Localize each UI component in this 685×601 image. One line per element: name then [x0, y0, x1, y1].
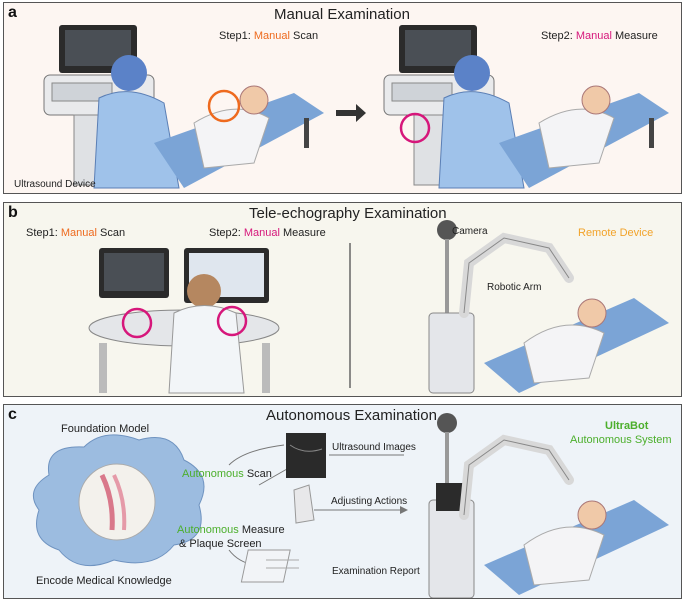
- doctor-left: [93, 55, 180, 189]
- robotic-arm-label: Robotic Arm: [487, 282, 542, 293]
- autonomous-scan-label: Autonomous Scan: [182, 468, 272, 480]
- panel-a-title: Manual Examination: [274, 6, 410, 23]
- panel-b-label: b: [8, 204, 18, 221]
- foundation-model-cloud: [32, 434, 205, 567]
- operator-workstation: [88, 248, 280, 394]
- panel-a-illustration: [43, 25, 669, 189]
- ultrasound-images-label: Ultrasound Images: [332, 442, 416, 453]
- panel-b-step1: Step1: Manual Scan: [26, 227, 126, 239]
- panel-c-label: c: [8, 406, 17, 423]
- panel-b: b Tele-echography Examination Step1: Man…: [3, 202, 682, 397]
- doctor-right: [438, 55, 525, 189]
- probe-icon: [293, 484, 315, 524]
- scan-highlight-circle: [207, 89, 241, 123]
- panel-c-title: Autonomous Examination: [266, 407, 437, 424]
- camera-label: Camera: [452, 226, 488, 237]
- arrow-right-icon: [336, 104, 366, 122]
- report-icon: [240, 549, 299, 583]
- patient-left: [154, 85, 324, 188]
- patient-right: [499, 85, 669, 188]
- operator-measure-circle: [121, 307, 153, 339]
- panel-b-title: Tele-echography Examination: [249, 205, 447, 222]
- panel-a-step2: Step2: Manual Measure: [541, 30, 658, 42]
- knowledge-label: Encode Medical Knowledge: [36, 575, 172, 587]
- panel-a-step1: Step1: Manual Scan: [219, 30, 319, 42]
- examination-report-label: Examination Report: [332, 566, 420, 577]
- panel-a: a Manual Examination Step1: Manual Scan …: [3, 2, 682, 194]
- panel-a-label: a: [8, 4, 17, 21]
- remote-robot-station: [428, 220, 669, 394]
- panel-b-step2: Step2: Manual Measure: [209, 227, 326, 239]
- autonomous-measure-label: Autonomous Measure & Plaque Screen: [177, 524, 285, 550]
- adjusting-actions-label: Adjusting Actions: [331, 496, 408, 507]
- operator-scan-circle: [216, 305, 248, 337]
- measure-highlight-circle: [399, 112, 431, 144]
- remote-device-label: Remote Device: [578, 227, 654, 239]
- panel-c: c Autonomous Examination Foundation Mode…: [3, 404, 682, 599]
- system-subtitle: Autonomous System: [570, 434, 672, 446]
- ultrasound-image-thumb: [286, 433, 326, 478]
- panel-b-illustration: [88, 220, 669, 394]
- system-name: UltraBot: [605, 420, 649, 432]
- autonomous-robot-station: [428, 413, 669, 598]
- ultrasound-device-label: Ultrasound Device: [14, 179, 96, 190]
- foundation-model-label: Foundation Model: [61, 423, 150, 435]
- panel-c-illustration: [32, 413, 669, 598]
